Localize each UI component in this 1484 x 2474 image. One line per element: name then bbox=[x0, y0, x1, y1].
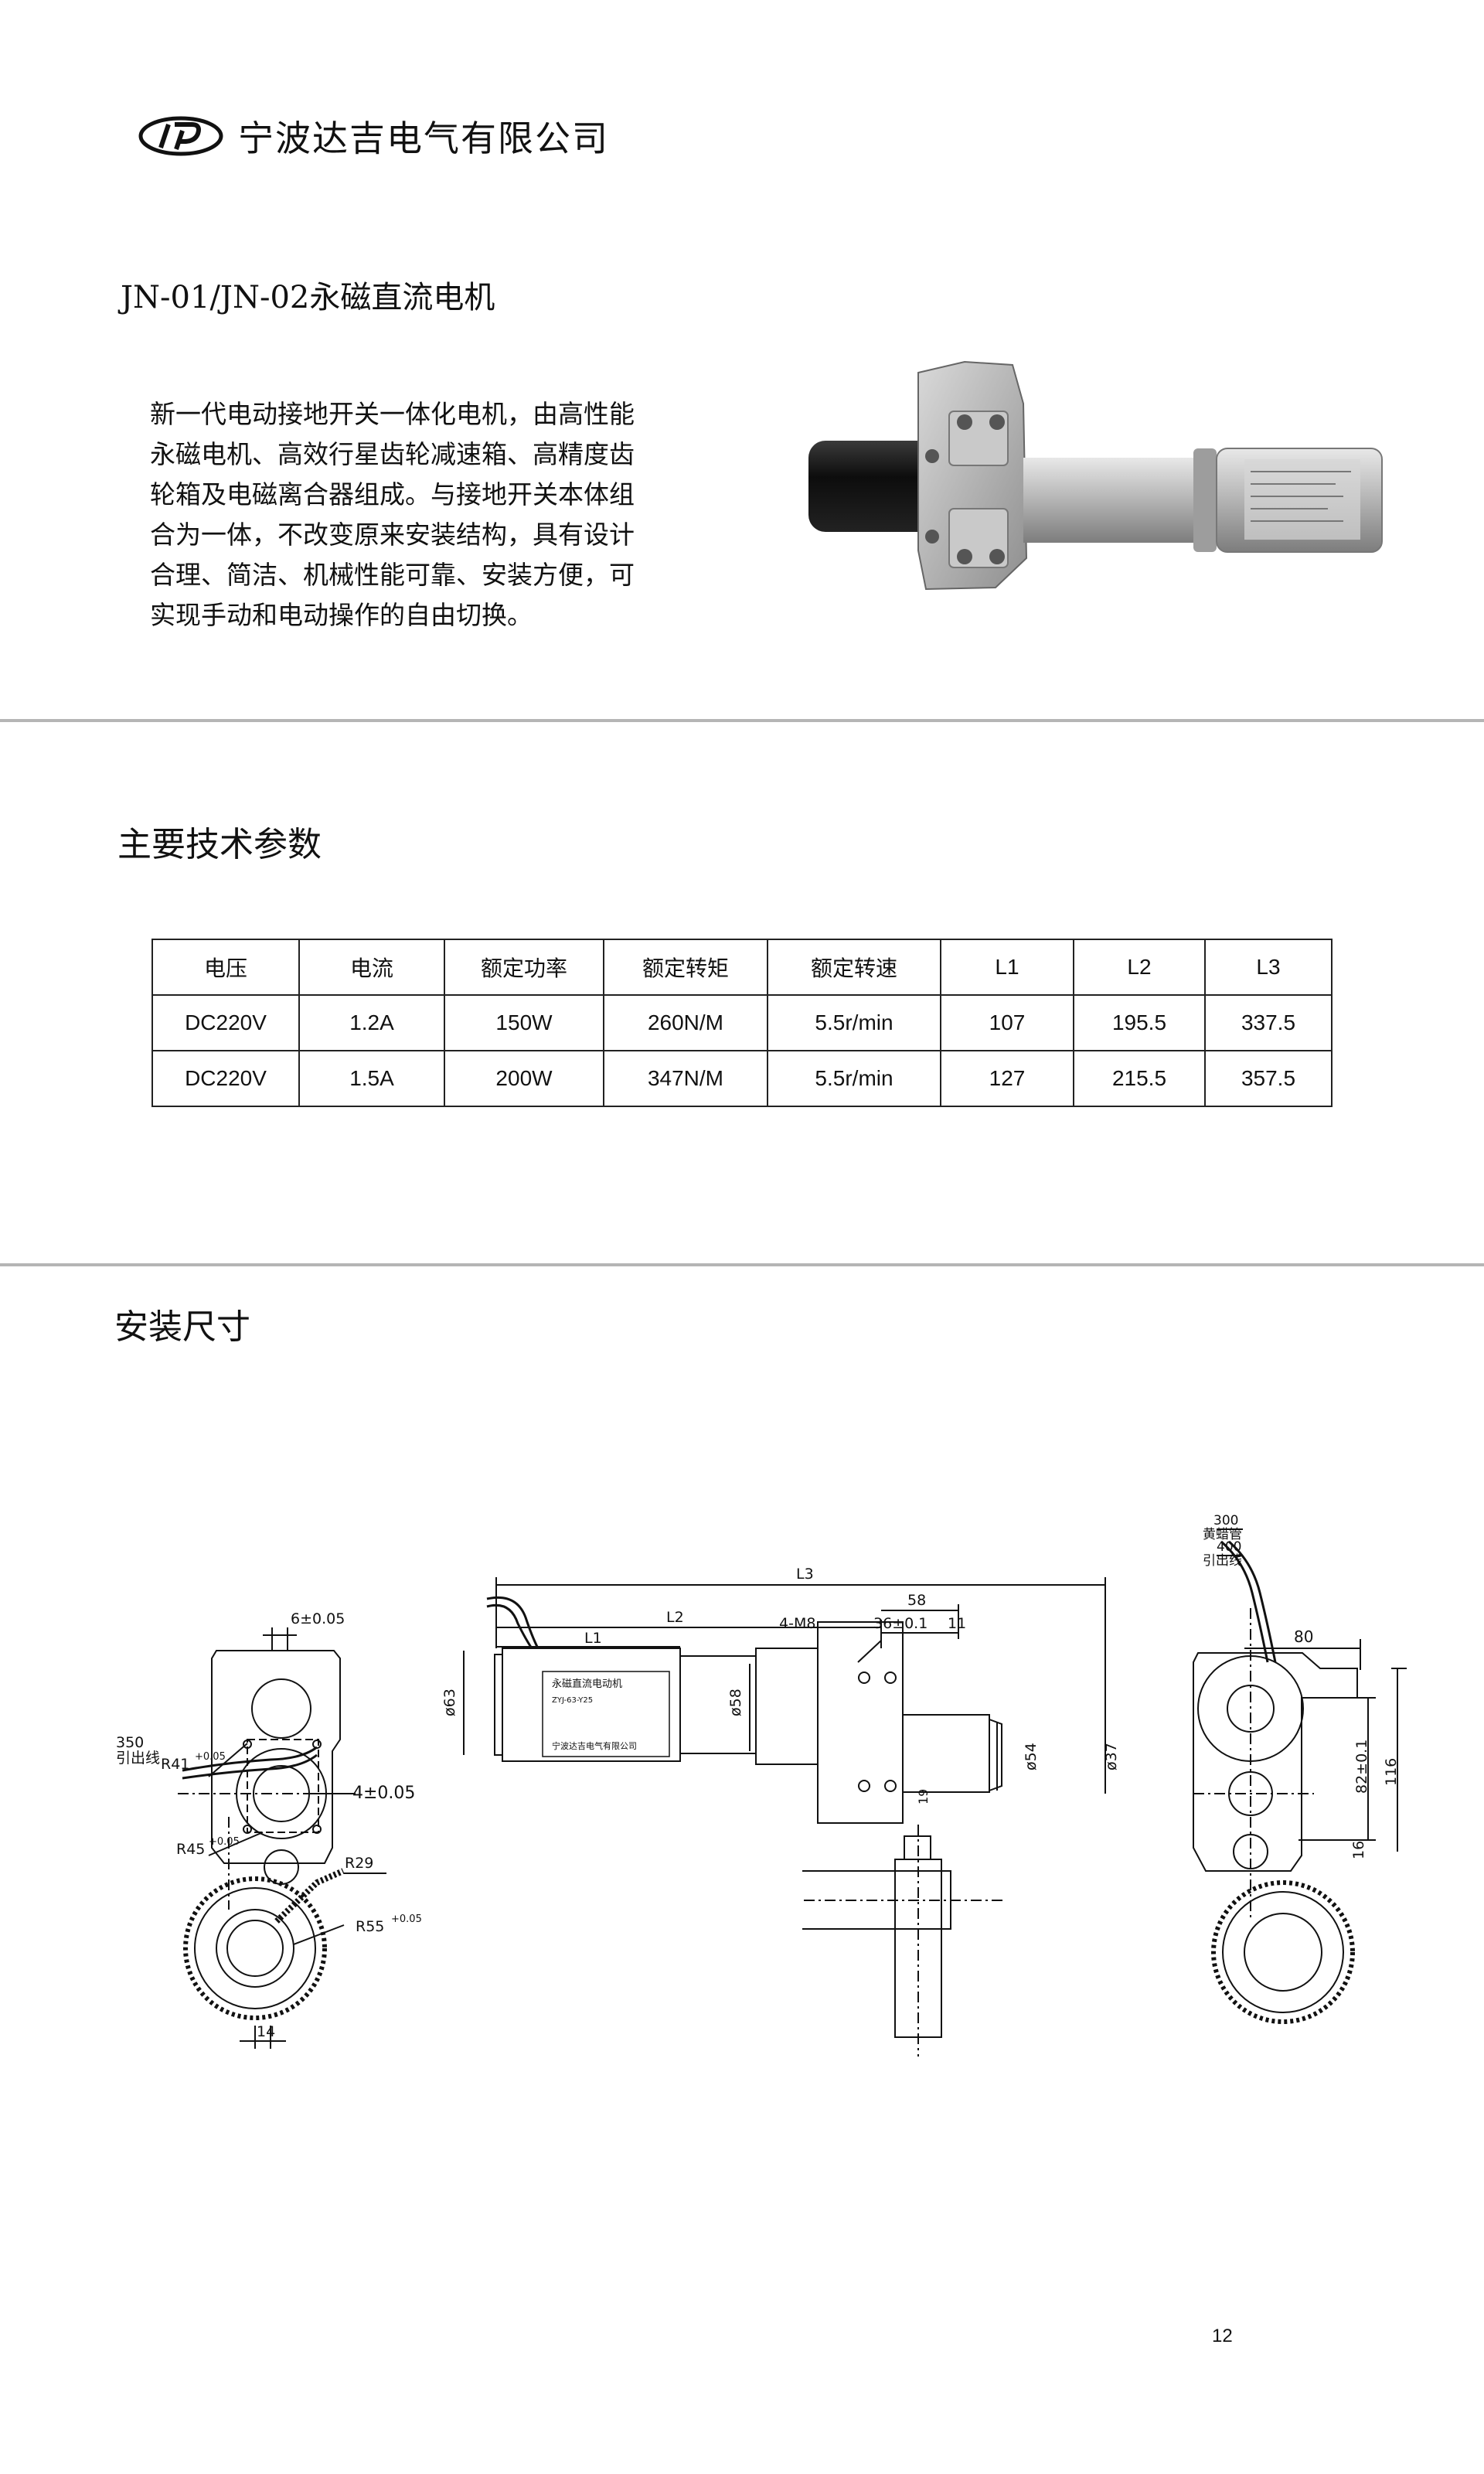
dim-label: +0.05 bbox=[391, 1913, 422, 1925]
dim-label: 引出线 bbox=[116, 1750, 160, 1767]
table-cell: 150W bbox=[444, 994, 604, 1051]
description-line: 新一代电动接地开关一体化电机，由高性能 bbox=[150, 399, 635, 429]
dim-label: 14 bbox=[257, 2023, 275, 2040]
nameplate-company: 宁波达吉电气有限公司 bbox=[552, 1740, 637, 1751]
company-name: 宁波达吉电气有限公司 bbox=[238, 118, 609, 159]
djp-logo-icon bbox=[138, 116, 223, 156]
product-description: 新一代电动接地开关一体化电机，由高性能 永磁电机、高效行星齿轮减速箱、高精度齿 … bbox=[150, 394, 737, 636]
col-l3: L3 bbox=[1204, 939, 1333, 996]
dim-label: 引出线 bbox=[1203, 1553, 1242, 1569]
dim-label: L2 bbox=[666, 1609, 684, 1626]
dim-label: 6±0.05 bbox=[291, 1610, 345, 1627]
description-line: 永磁电机、高效行星齿轮减速箱、高精度齿 bbox=[150, 439, 635, 469]
installation-heading: 安装尺寸 bbox=[114, 1307, 250, 1347]
table-cell: DC220V bbox=[151, 1050, 300, 1107]
dim-label: 82±0.1 bbox=[1353, 1740, 1370, 1794]
dim-label: +0.05 bbox=[195, 1751, 226, 1763]
dim-label: 36±0.1 bbox=[873, 1615, 928, 1632]
table-cell: 357.5 bbox=[1204, 1050, 1333, 1107]
col-rated-power: 额定功率 bbox=[444, 939, 604, 996]
dim-label: 300 bbox=[1213, 1513, 1238, 1528]
header: 宁波达吉电气有限公司 bbox=[138, 111, 609, 162]
nameplate-model: ZYJ-63-Y25 bbox=[552, 1696, 593, 1705]
dim-label: 4-M8 bbox=[779, 1615, 815, 1632]
dim-label: 16 bbox=[1350, 1841, 1367, 1859]
table-header-row: 电压 电流 额定功率 额定转矩 额定转速 L1 L2 L3 bbox=[151, 939, 1333, 996]
dim-label: 116 bbox=[1383, 1758, 1400, 1786]
dim-label: ø63 bbox=[441, 1689, 458, 1716]
table-cell: 1.2A bbox=[298, 994, 445, 1051]
dim-label: L3 bbox=[796, 1566, 814, 1583]
right-view bbox=[1193, 1528, 1407, 2024]
dim-label: 58 bbox=[907, 1592, 926, 1609]
table-cell: DC220V bbox=[151, 994, 300, 1051]
col-l2: L2 bbox=[1073, 939, 1206, 996]
table-cell: 5.5r/min bbox=[767, 1050, 941, 1107]
page-number: 12 bbox=[1212, 2326, 1233, 2346]
table-cell: 200W bbox=[444, 1050, 604, 1107]
dim-label: R45 bbox=[176, 1841, 205, 1858]
table-cell: 1.5A bbox=[298, 1050, 445, 1107]
table-cell: 5.5r/min bbox=[767, 994, 941, 1051]
dim-label: R41 bbox=[161, 1756, 189, 1773]
table-cell: 260N/M bbox=[603, 994, 768, 1051]
product-title: JN-01/JN-02永磁直流电机 bbox=[121, 280, 495, 315]
dim-label: +0.05 bbox=[209, 1836, 240, 1848]
section-divider bbox=[0, 719, 1484, 722]
dim-label: R55 bbox=[356, 1918, 384, 1935]
table-cell: 215.5 bbox=[1073, 1050, 1206, 1107]
nameplate-title: 永磁直流电动机 bbox=[552, 1678, 622, 1690]
dim-label: ø54 bbox=[1023, 1743, 1040, 1770]
spec-table: 电压 电流 额定功率 额定转矩 额定转速 L1 L2 L3 DC220V 1.2… bbox=[151, 939, 1333, 1107]
col-current: 电流 bbox=[298, 939, 445, 996]
dim-label: ø58 bbox=[727, 1689, 744, 1716]
dim-label: 4±0.05 bbox=[352, 1784, 415, 1803]
dim-label: 黄蜡管 bbox=[1203, 1527, 1242, 1542]
dim-label: 19 bbox=[916, 1789, 931, 1804]
description-line: 合为一体，不改变原来安装结构，具有设计 bbox=[150, 520, 635, 550]
col-rated-torque: 额定转矩 bbox=[603, 939, 768, 996]
description-line: 轮箱及电磁离合器组成。与接地开关本体组 bbox=[150, 479, 635, 509]
left-view bbox=[178, 1627, 386, 2049]
table-row: DC220V 1.2A 150W 260N/M 5.5r/min 107 195… bbox=[151, 994, 1333, 1051]
dim-label: 11 bbox=[948, 1615, 966, 1632]
description-line: 实现手动和电动操作的自由切换。 bbox=[150, 600, 533, 630]
dim-label: ø37 bbox=[1103, 1743, 1120, 1770]
col-voltage: 电压 bbox=[151, 939, 300, 996]
installation-drawing: 6±0.05 350 引出线 R41 +0.05 4±0.05 R45 +0.0… bbox=[116, 1513, 1407, 2057]
col-l1: L1 bbox=[940, 939, 1074, 996]
table-cell: 127 bbox=[940, 1050, 1074, 1107]
specs-heading: 主要技术参数 bbox=[117, 825, 322, 864]
section-divider bbox=[0, 1263, 1484, 1266]
table-row: DC220V 1.5A 200W 347N/M 5.5r/min 127 215… bbox=[151, 1050, 1333, 1107]
dim-label: 80 bbox=[1294, 1627, 1313, 1646]
motor-photo-icon bbox=[808, 360, 1383, 591]
dim-label: 350 bbox=[116, 1734, 144, 1751]
table-cell: 107 bbox=[940, 994, 1074, 1051]
dim-label: L1 bbox=[584, 1630, 602, 1647]
col-rated-speed: 额定转速 bbox=[767, 939, 941, 996]
description-line: 合理、简洁、机械性能可靠、安装方便，可 bbox=[150, 560, 635, 590]
table-cell: 195.5 bbox=[1073, 994, 1206, 1051]
table-cell: 347N/M bbox=[603, 1050, 768, 1107]
dim-label: R29 bbox=[345, 1855, 373, 1872]
dim-label: 400 bbox=[1217, 1539, 1241, 1555]
front-view bbox=[463, 1577, 1106, 2057]
table-cell: 337.5 bbox=[1204, 994, 1333, 1051]
